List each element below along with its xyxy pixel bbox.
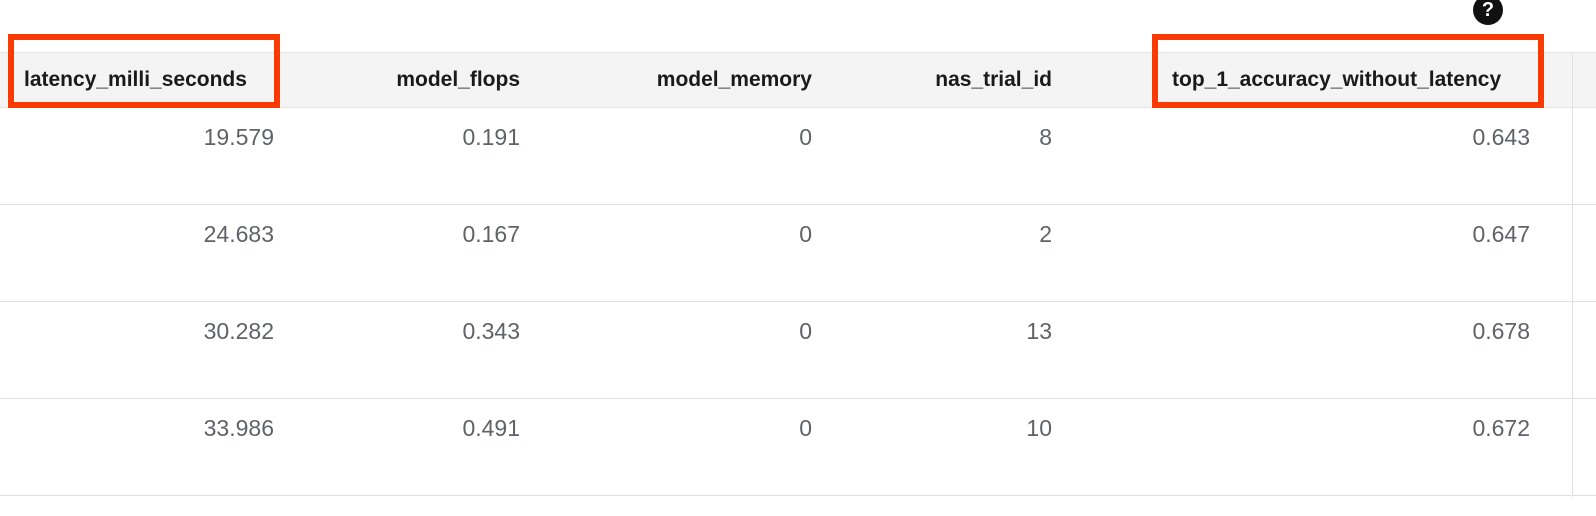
table-cell-model-memory: 0 (799, 124, 812, 150)
table-cell-nas-trial-id: 13 (1026, 318, 1052, 344)
table-header-cell-latency-milli-seconds[interactable]: latency_milli_seconds (24, 68, 247, 91)
table-cell-model-flops: 0.343 (462, 318, 520, 344)
table-header-cell-model-flops[interactable]: model_flops (396, 68, 520, 91)
table-header-cell-top-1-accuracy-without-latency[interactable]: top_1_accuracy_without_latency (1172, 68, 1502, 91)
table-cell-top-1-accuracy-without-latency: 0.672 (1472, 415, 1530, 441)
table-header-row: latency_milli_seconds model_flops model_me… (0, 52, 1596, 108)
table-cell-model-memory: 0 (799, 415, 812, 441)
table-cell-nas-trial-id: 8 (1039, 124, 1052, 150)
table-cell-nas-trial-id: 10 (1026, 415, 1052, 441)
help-circle-icon[interactable]: ? (1473, 0, 1503, 25)
table-header-cell-nas-trial-id[interactable]: nas_trial_id (935, 68, 1052, 91)
table-row[interactable]: 30.282 0.343 0 13 0.678 (0, 303, 1596, 399)
table-row[interactable]: 19.579 0.191 0 8 0.643 (0, 109, 1596, 205)
table-cell-nas-trial-id: 2 (1039, 221, 1052, 247)
table-cell-model-memory: 0 (799, 318, 812, 344)
table-cell-model-flops: 0.167 (462, 221, 520, 247)
table-cell-model-flops: 0.191 (462, 124, 520, 150)
table-cell-model-flops: 0.491 (462, 415, 520, 441)
table-header-cell-partial[interactable] (1573, 52, 1596, 108)
table-cell-latency-milli-seconds: 19.579 (203, 124, 274, 150)
table-row[interactable]: 24.683 0.167 0 2 0.647 (0, 206, 1596, 302)
table-row[interactable]: 33.986 0.491 0 10 0.672 (0, 400, 1596, 496)
table-cell-latency-milli-seconds: 24.683 (203, 221, 274, 247)
help-icon-wrap[interactable]: ? (1473, 0, 1503, 25)
column-divider (1572, 52, 1573, 497)
table-cell-latency-milli-seconds: 33.986 (203, 415, 274, 441)
table-cell-top-1-accuracy-without-latency: 0.643 (1472, 124, 1530, 150)
table-header-cell-model-memory[interactable]: model_memory (656, 68, 812, 91)
table-cell-top-1-accuracy-without-latency: 0.647 (1472, 221, 1530, 247)
table-cell-model-memory: 0 (799, 221, 812, 247)
table-cell-top-1-accuracy-without-latency: 0.678 (1472, 318, 1530, 344)
table-cell-latency-milli-seconds: 30.282 (203, 318, 274, 344)
